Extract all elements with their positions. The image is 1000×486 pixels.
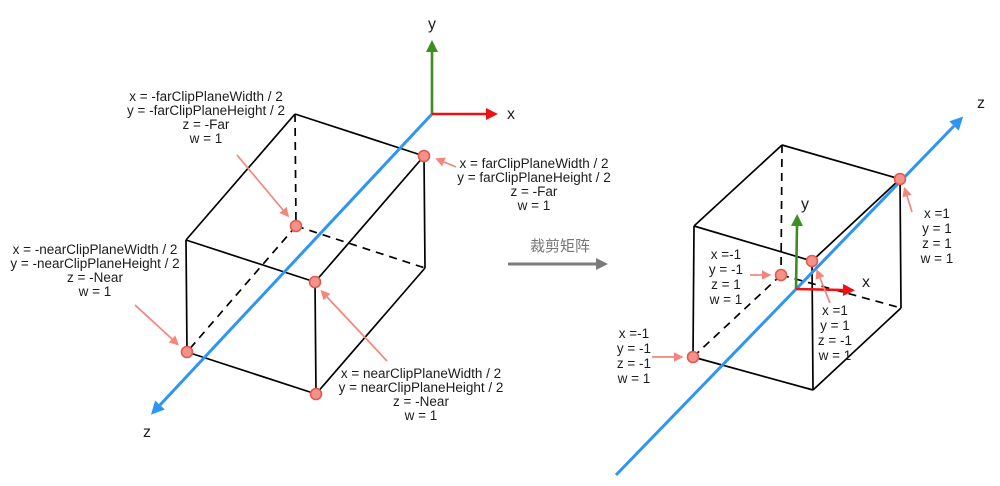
svg-text:x = nearClipPlaneWidth / 2: x = nearClipPlaneWidth / 2 <box>341 366 501 381</box>
left-vertex-label-near-bottom-left: x = -nearClipPlaneWidth / 2 y = -nearCli… <box>10 242 179 299</box>
svg-text:x =1: x =1 <box>822 303 848 318</box>
left-frustum-box <box>185 113 426 395</box>
svg-text:y = -farClipPlaneHeight / 2: y = -farClipPlaneHeight / 2 <box>127 103 285 118</box>
svg-text:y = -nearClipPlaneHeight / 2: y = -nearClipPlaneHeight / 2 <box>10 256 179 271</box>
svg-text:z = -Near: z = -Near <box>67 270 123 285</box>
vertex-dot-far-top-right <box>893 172 907 186</box>
arrow-to-far-top-right <box>902 186 913 213</box>
right-y-axis <box>791 214 803 290</box>
right-axes: z y x <box>614 95 985 477</box>
svg-text:x =-1: x =-1 <box>619 326 649 341</box>
svg-text:w = 1: w = 1 <box>517 198 551 213</box>
vertex-dot-near-top-right <box>805 254 819 268</box>
svg-text:y = farClipPlaneHeight / 2: y = farClipPlaneHeight / 2 <box>457 170 610 185</box>
vertex-dot-near-top-right <box>308 275 322 289</box>
arrow-to-far-bottom-left <box>236 154 290 218</box>
left-z-axis <box>150 112 434 415</box>
right-clip-cube <box>692 144 902 391</box>
left-vertex-label-far-bottom-left: x = -farClipPlaneWidth / 2 y = -farClipP… <box>127 89 285 146</box>
arrow-to-near-top-right <box>815 269 831 304</box>
svg-text:y = -1: y = -1 <box>617 341 651 356</box>
left-box-hidden-edges <box>186 113 426 353</box>
arrow-to-near-top-right <box>320 290 388 362</box>
vertex-dot-near-bottom-right <box>309 387 323 401</box>
svg-text:x = -nearClipPlaneWidth / 2: x = -nearClipPlaneWidth / 2 <box>13 242 178 257</box>
right-x-axis <box>795 284 855 296</box>
svg-text:w = 1: w = 1 <box>818 348 852 363</box>
svg-text:w = 1: w = 1 <box>189 131 223 146</box>
left-y-axis-label: y <box>428 16 436 33</box>
svg-text:x = -farClipPlaneWidth / 2: x = -farClipPlaneWidth / 2 <box>129 89 282 104</box>
right-vertex-label-near-bottom-left: x =-1 y = -1 z = -1 w = 1 <box>617 326 651 386</box>
svg-text:w = 1: w = 1 <box>920 251 954 266</box>
transform-label: 裁剪矩阵 <box>530 238 590 255</box>
right-vertex-label-far-top-right: x =1 y = 1 z = 1 w = 1 <box>920 206 954 266</box>
svg-text:x = farClipPlaneWidth / 2: x = farClipPlaneWidth / 2 <box>460 156 609 171</box>
vertex-dot-near-bottom-left <box>180 345 194 359</box>
right-y-axis-label: y <box>801 196 809 213</box>
svg-text:y = 1: y = 1 <box>820 318 850 333</box>
vertex-dot-far-top-right <box>417 149 431 163</box>
right-vertex-label-far-bottom-left: x =-1 y = -1 z = 1 w = 1 <box>709 247 743 307</box>
left-z-axis-label: z <box>143 424 151 441</box>
svg-text:z = 1: z = 1 <box>922 236 952 251</box>
left-box-solid-edges <box>185 113 426 395</box>
svg-text:z = -Far: z = -Far <box>183 117 230 132</box>
svg-text:y = -1: y = -1 <box>709 262 743 277</box>
right-vertex-label-near-top-right: x =1 y = 1 z = -1 w = 1 <box>818 303 852 363</box>
svg-text:z = -Far: z = -Far <box>511 184 558 199</box>
svg-text:z = 1: z = 1 <box>711 277 741 292</box>
svg-text:z = -1: z = -1 <box>818 333 852 348</box>
right-x-axis-label: x <box>862 274 870 291</box>
svg-text:x =1: x =1 <box>924 206 950 221</box>
svg-text:x =-1: x =-1 <box>711 247 741 262</box>
left-vertex-dots <box>180 149 431 401</box>
vertex-dot-near-bottom-left <box>686 350 700 364</box>
transform-step: 裁剪矩阵 <box>508 238 608 270</box>
left-x-axis-label: x <box>507 106 515 123</box>
right-vertex-dots <box>686 172 907 364</box>
right-box-solid-edges <box>692 144 902 391</box>
arrow-to-near-bottom-left <box>134 304 180 346</box>
svg-text:y = 1: y = 1 <box>922 221 952 236</box>
svg-text:z = -1: z = -1 <box>617 356 651 371</box>
right-box-hidden-edges <box>692 144 902 358</box>
left-vertex-label-near-top-right: x = nearClipPlaneWidth / 2 y = nearClipP… <box>339 366 504 423</box>
right-annotation-arrows <box>652 186 913 362</box>
left-vertex-label-far-top-right: x = farClipPlaneWidth / 2 y = farClipPla… <box>457 156 610 213</box>
svg-text:y = nearClipPlaneHeight / 2: y = nearClipPlaneHeight / 2 <box>339 380 504 395</box>
vertex-dot-far-bottom-left <box>774 268 788 282</box>
svg-text:w = 1: w = 1 <box>404 408 438 423</box>
svg-text:w = 1: w = 1 <box>709 292 743 307</box>
svg-text:w = 1: w = 1 <box>78 284 112 299</box>
left-axes: y x z <box>143 16 515 441</box>
vertex-dot-far-bottom-left <box>289 219 303 233</box>
right-z-axis-label: z <box>977 95 985 112</box>
left-annotation-arrows <box>134 154 457 362</box>
svg-text:w = 1: w = 1 <box>617 371 651 386</box>
arrow-to-far-top-right <box>435 157 457 168</box>
svg-text:z = -Near: z = -Near <box>393 394 449 409</box>
